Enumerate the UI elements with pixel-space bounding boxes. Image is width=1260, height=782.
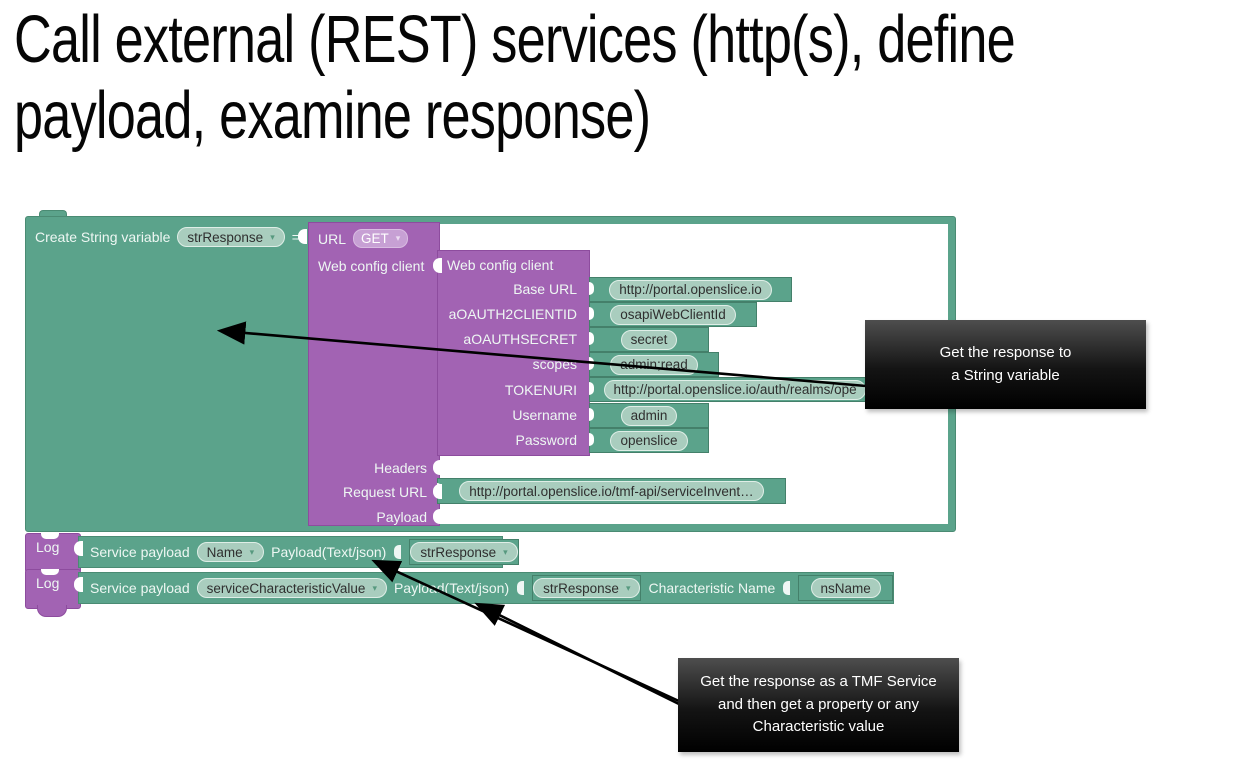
payload-input-label: Payload [376, 509, 427, 525]
payload-socket [433, 509, 442, 524]
web-config-input-label: Web config client [318, 258, 425, 274]
chevron-down-icon: ▾ [270, 231, 275, 242]
value-block-request-url[interactable]: http://portal.openslice.io/tmf-api/servi… [437, 478, 786, 504]
nsname-field[interactable]: nsName [810, 578, 881, 598]
username-field[interactable]: admin [620, 405, 678, 426]
value-block-tokenuri[interactable]: http://portal.openslice.io/auth/realms/o… [589, 377, 880, 402]
field-label-scopes: scopes [532, 356, 577, 372]
web-config-socket [433, 258, 442, 273]
value-block-oauth2clientid[interactable]: osapiWebClientId [589, 302, 757, 327]
oauthsecret-field[interactable]: secret [620, 329, 678, 350]
http-method-dropdown[interactable]: GET ▾ [353, 229, 409, 248]
characteristic-name-label: Characteristic Name [648, 580, 776, 596]
slide-title-line2: payload, examine response) [14, 77, 651, 153]
arrow-to-log2 [474, 602, 686, 709]
log-block-1[interactable]: Log [25, 533, 81, 573]
payload-characteristic-dropdown[interactable]: serviceCharacteristicValue▾ [196, 578, 387, 598]
field-label-base-url: Base URL [513, 281, 577, 297]
log-label: Log [36, 539, 60, 555]
log-label: Log [36, 575, 60, 591]
oauth2clientid-field[interactable]: osapiWebClientId [610, 304, 736, 325]
value-block-oauthsecret[interactable]: secret [589, 327, 709, 352]
chevron-down-icon: ▾ [372, 582, 377, 593]
callout-tmf-service: Get the response as a TMF Service and th… [678, 658, 959, 752]
web-config-title: Web config client [447, 257, 554, 273]
field-label-username: Username [512, 407, 577, 423]
nsname-value-block[interactable]: nsName [798, 575, 893, 601]
headers-input-label: Headers [374, 460, 427, 476]
field-label-oauth2clientid: aOAUTH2CLIENTID [448, 306, 577, 322]
strresponse-value-block[interactable]: strResponse▾ [532, 575, 642, 601]
value-block-base-url[interactable]: http://portal.openslice.io [589, 277, 792, 302]
value-block-scopes[interactable]: admin;read [589, 352, 719, 377]
chevron-down-icon: ▾ [249, 546, 255, 557]
service-payload-block-1[interactable]: Service payload Name▾ Payload(Text/json)… [78, 536, 519, 568]
request-url-socket [433, 484, 442, 499]
chevron-down-icon: ▾ [625, 582, 631, 593]
payload-type-label: Payload(Text/json) [271, 544, 387, 560]
service-payload-block-2[interactable]: Service payload serviceCharacteristicVal… [78, 572, 894, 604]
block-top-tab [39, 210, 67, 219]
value-block-username[interactable]: admin [589, 403, 709, 428]
value-socket [783, 581, 791, 595]
request-url-input-label: Request URL [342, 484, 427, 500]
url-label: URL [318, 230, 347, 247]
slide-title: Call external (REST) services (http(s), … [14, 2, 1016, 153]
strresponse-dropdown[interactable]: strResponse▾ [533, 578, 641, 598]
strresponse-value-block[interactable]: strResponse▾ [409, 539, 519, 565]
scopes-field[interactable]: admin;read [610, 354, 698, 375]
field-label-oauthsecret: aOAUTHSECRET [463, 331, 577, 347]
password-field[interactable]: openslice [610, 430, 688, 451]
value-block-password[interactable]: openslice [589, 428, 709, 453]
url-block[interactable]: URL GET ▾ Web config client Headers Requ… [308, 222, 440, 526]
callout-string-variable: Get the response to a String variable [865, 320, 1146, 409]
field-label-tokenuri: TOKENURI [504, 382, 577, 398]
payload-type-label: Payload(Text/json) [393, 580, 510, 596]
log1-socket [74, 541, 83, 556]
value-socket [298, 229, 307, 244]
web-config-client-block[interactable]: Web config client Base URL aOAUTH2CLIENT… [437, 250, 590, 456]
value-socket [394, 545, 402, 559]
create-variable-label: Create String variable [35, 229, 171, 245]
statement-notch [41, 569, 59, 575]
log-block-2[interactable]: Log [25, 569, 81, 609]
log2-bottom-tab [37, 605, 67, 617]
value-socket [517, 581, 525, 595]
chevron-down-icon: ▾ [395, 233, 401, 243]
strresponse-dropdown[interactable]: strResponse▾ [410, 542, 518, 562]
base-url-field[interactable]: http://portal.openslice.io [609, 279, 772, 300]
chevron-down-icon: ▾ [503, 546, 508, 557]
service-payload-label: Service payload [90, 544, 190, 560]
tokenuri-field[interactable]: http://portal.openslice.io/auth/realms/o… [603, 379, 866, 400]
variable-dropdown[interactable]: strResponse ▾ [177, 227, 285, 247]
field-label-password: Password [515, 432, 577, 448]
request-url-field[interactable]: http://portal.openslice.io/tmf-api/servi… [459, 481, 764, 501]
payload-name-dropdown[interactable]: Name▾ [196, 542, 265, 562]
equals-label: = [291, 229, 300, 245]
headers-socket [433, 460, 442, 475]
log2-socket [74, 577, 83, 592]
statement-notch [41, 533, 59, 539]
slide-title-line1: Call external (REST) services (http(s), … [14, 2, 1016, 77]
service-payload-label: Service payload [90, 580, 190, 596]
